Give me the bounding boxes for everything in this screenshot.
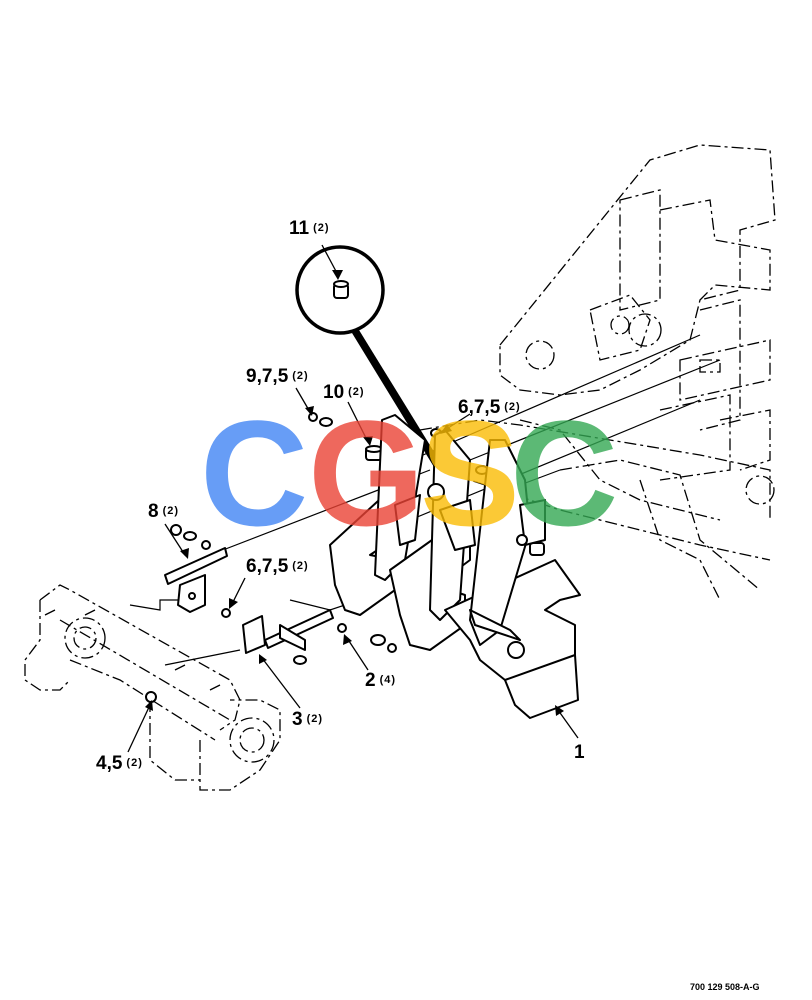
callout-11: 11(2)	[289, 218, 330, 239]
callout-6-7-5-upper: 6,7,5(2)	[458, 397, 521, 418]
callout-leaders	[127, 244, 579, 753]
part-3-plates	[242, 609, 334, 654]
watermark-letter-2: G	[308, 389, 425, 557]
callout-2: 2(4)	[365, 670, 396, 691]
callout-labels: 11(2) 9,7,5(2) 10(2) 6,7,5(2) 8(2) 6,7,5…	[96, 218, 585, 774]
callout-8: 8(2)	[148, 501, 179, 522]
part-1-tine-assemblies	[329, 414, 581, 719]
callout-1: 1	[574, 742, 585, 763]
callout-10: 10(2)	[323, 382, 365, 403]
hardware-fasteners	[145, 412, 545, 703]
watermark-letter-1: C	[200, 389, 308, 557]
callout-4-5: 4,5(2)	[96, 753, 143, 774]
callout-3: 3(2)	[292, 709, 323, 730]
watermark-letter-3: S	[420, 389, 520, 557]
watermark: C G S C	[200, 389, 618, 557]
part-8-bracket	[164, 547, 228, 613]
watermark-letter-4: C	[510, 389, 618, 557]
callout-9-7-5: 9,7,5(2)	[246, 366, 309, 387]
drawing-reference-number: 700 129 508-A-G	[690, 982, 760, 992]
callout-6-7-5-lower: 6,7,5(2)	[246, 556, 309, 577]
